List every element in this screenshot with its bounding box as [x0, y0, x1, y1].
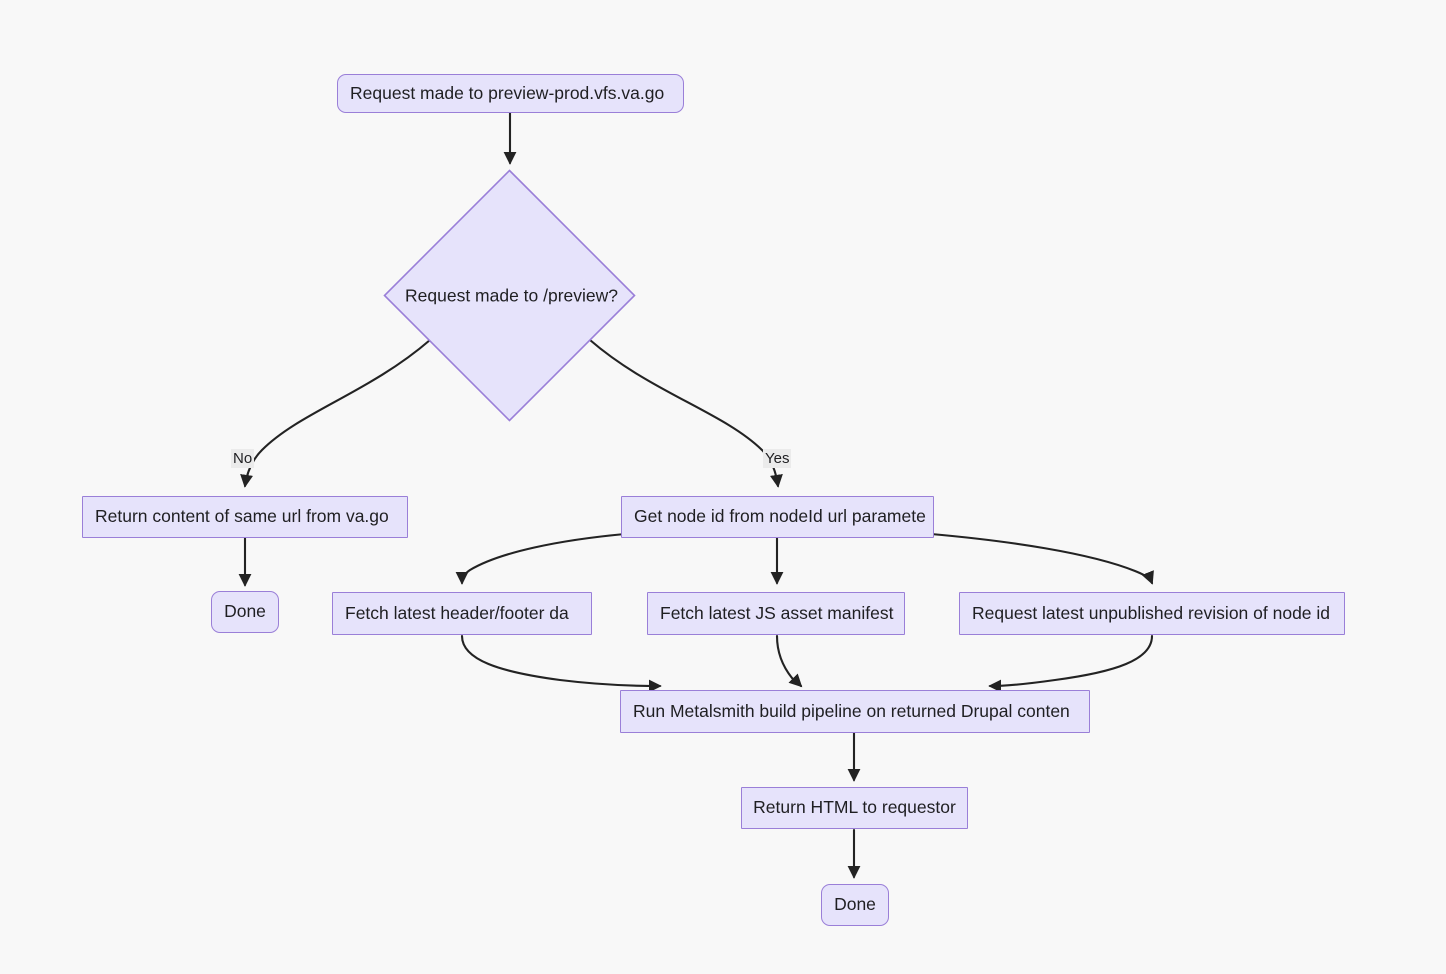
node-run-metalsmith-label: Run Metalsmith build pipeline on returne…	[633, 700, 1070, 721]
node-done-bottom-label: Done	[834, 894, 876, 915]
edge-decision-to-return-same-url	[240, 338, 432, 488]
edge-decision-to-get-node-id	[588, 338, 783, 488]
node-get-node-id[interactable]: Get node id from nodeId url paramete	[621, 496, 934, 538]
node-done-bottom[interactable]: Done	[821, 884, 889, 926]
node-fetch-js-manifest[interactable]: Fetch latest JS asset manifest	[647, 592, 905, 635]
node-return-same-url[interactable]: Return content of same url from va.go	[82, 496, 408, 538]
node-return-same-url-label: Return content of same url from va.go	[95, 506, 389, 527]
edge-request-revision-to-run-metalsmith	[988, 634, 1154, 693]
edge-get-node-id-to-request-revision	[929, 532, 1154, 585]
edge-fetch-header-footer-to-run-metalsmith	[460, 634, 662, 693]
node-done-left-label: Done	[224, 601, 266, 622]
node-fetch-js-manifest-label: Fetch latest JS asset manifest	[660, 602, 894, 623]
edge-label-yes: Yes	[763, 449, 792, 469]
edge-label-no: No	[231, 449, 255, 469]
node-request-revision-label: Request latest unpublished revision of n…	[972, 602, 1331, 623]
node-decision[interactable]: Request made to /preview?	[383, 169, 636, 422]
node-get-node-id-label: Get node id from nodeId url paramete	[634, 506, 926, 527]
node-start-label: Request made to preview-prod.vfs.va.go	[350, 82, 665, 103]
edge-get-node-id-to-fetch-header-footer	[455, 532, 627, 585]
node-return-html[interactable]: Return HTML to requestor	[741, 787, 968, 829]
node-request-revision[interactable]: Request latest unpublished revision of n…	[959, 592, 1345, 635]
node-return-html-label: Return HTML to requestor	[753, 797, 956, 818]
node-run-metalsmith[interactable]: Run Metalsmith build pipeline on returne…	[620, 690, 1090, 733]
node-fetch-header-footer[interactable]: Fetch latest header/footer da	[332, 592, 592, 635]
node-decision-label: Request made to /preview?	[405, 286, 619, 305]
edge-fetch-js-manifest-to-run-metalsmith	[775, 634, 803, 688]
node-start[interactable]: Request made to preview-prod.vfs.va.go	[337, 74, 684, 113]
node-fetch-header-footer-label: Fetch latest header/footer da	[345, 602, 569, 623]
node-done-left[interactable]: Done	[211, 591, 279, 633]
decision-diamond-shape	[383, 169, 636, 422]
